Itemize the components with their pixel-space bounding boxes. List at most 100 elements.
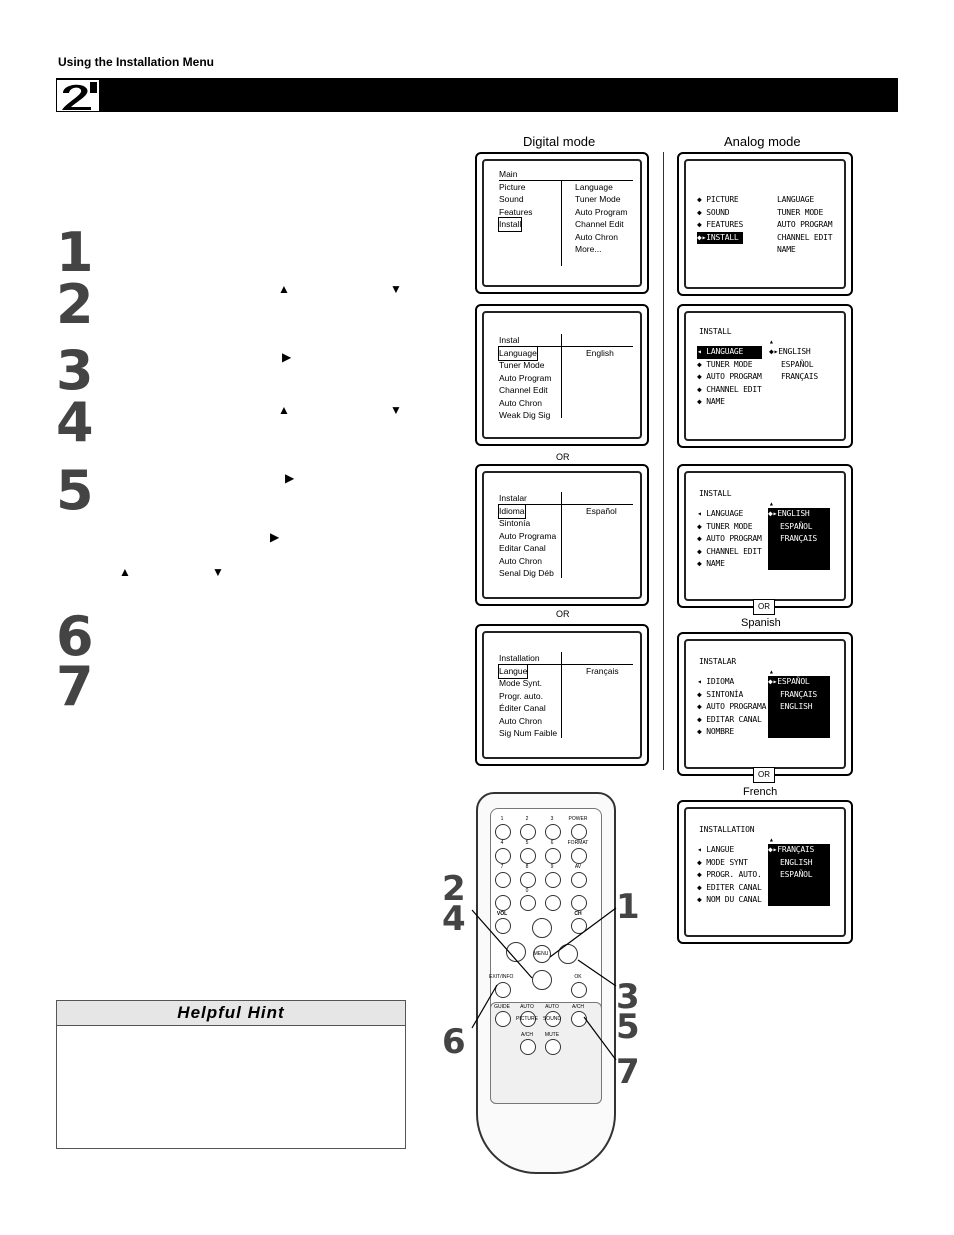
menu-title: INSTALLATION	[699, 825, 755, 834]
menu-item: ◆ TUNER MODE	[697, 521, 753, 531]
channel-up-button[interactable]	[571, 895, 587, 911]
callout-line-2-4	[471, 909, 533, 979]
analog-screen-install-options: INSTALL ▴ ◂ LANGUAGE ◆ TUNER MODE ◆ AUTO…	[677, 464, 853, 608]
menu-value: Français	[586, 666, 619, 676]
menu-item: Auto Chron	[499, 556, 542, 566]
analog-screen-install-french: INSTALLATION ▴ ◂ LANGUE ◆ MODE SYNT ◆ PR…	[677, 800, 853, 944]
menu-item: Auto Chron	[499, 398, 542, 408]
up-arrow-icon: ▲	[278, 403, 290, 417]
menu-title: Instalar	[499, 493, 527, 503]
menu-item: Picture	[499, 182, 526, 192]
right-arrow-icon: ▶	[270, 530, 280, 544]
channel-down-button[interactable]	[571, 918, 587, 934]
callout-line-7	[583, 1016, 617, 1061]
submenu-item: LANGUAGE	[777, 195, 814, 204]
auto-sound-button[interactable]	[545, 1011, 561, 1027]
analog-screen-install-spanish: INSTALAR ▴ ◂ IDIOMA ◆ SINTONÍA ◆ AUTO PR…	[677, 632, 853, 776]
menu-item: Channel Edit	[499, 385, 548, 395]
menu-item: Auto Chron	[499, 716, 542, 726]
menu-item: ◆ EDITAR CANAL	[697, 714, 762, 724]
submenu-item: Auto Chron	[575, 232, 618, 242]
option-item: ENGLISH	[780, 702, 813, 712]
guide-button[interactable]	[495, 1011, 511, 1027]
left-arrow-button[interactable]	[506, 942, 526, 962]
auto-picture-button[interactable]	[520, 1011, 536, 1027]
menu-item: Sound	[499, 194, 524, 204]
callout-line-1	[549, 907, 617, 958]
label-menu: MENU	[533, 951, 549, 957]
label-format: FORMAT	[567, 840, 589, 846]
av-button[interactable]	[571, 872, 587, 888]
label-4: 4	[500, 840, 504, 846]
a-ch-2-button[interactable]	[520, 1039, 536, 1055]
up-arrow-button[interactable]	[532, 918, 552, 938]
label-a-ch-2: A/CH	[521, 1032, 533, 1038]
digit-0-button[interactable]	[520, 895, 536, 911]
digit-6-button[interactable]	[545, 848, 561, 864]
right-arrow-icon: ▶	[282, 350, 292, 364]
menu-item-selected: ◂ LANGUAGE	[697, 346, 762, 359]
label-power: POWER	[568, 816, 588, 822]
option-item: FRANÇAIS	[780, 689, 817, 699]
or-box: OR	[753, 767, 775, 783]
a-ch-button[interactable]	[571, 1011, 587, 1027]
label-2: 2	[525, 816, 529, 822]
digit-8-button[interactable]	[520, 872, 536, 888]
mute-button[interactable]	[545, 1039, 561, 1055]
digit-3-button[interactable]	[545, 824, 561, 840]
option-item: ◆▸ENGLISH	[768, 509, 810, 518]
label-8: 8	[525, 864, 529, 870]
step-number-6: 6	[56, 605, 94, 668]
submenu-item: Tuner Mode	[575, 194, 621, 204]
label-picture: PICTURE	[516, 1016, 538, 1022]
step-number-5: 5	[56, 459, 94, 522]
ok-button[interactable]	[571, 982, 587, 998]
or-label: OR	[556, 609, 570, 619]
dot-button[interactable]	[545, 895, 561, 911]
callout-line-3-5	[577, 959, 617, 987]
menu-item-selected: Install	[497, 217, 523, 232]
digit-5-button[interactable]	[520, 848, 536, 864]
menu-item-selected: Langue	[497, 664, 529, 679]
menu-value: English	[586, 348, 614, 358]
submenu-item: Language	[575, 182, 613, 192]
volume-down-button[interactable]	[495, 918, 511, 934]
option-item: ESPAÑOL	[780, 521, 813, 531]
or-box: OR	[753, 599, 775, 615]
menu-item-selected: ◆▸INSTALL	[697, 231, 744, 245]
menu-item: ◆ EDITER CANAL	[697, 882, 762, 892]
digital-screen-install-french: Installation Langue Mode Synt. Progr. au…	[475, 624, 649, 766]
label-0: 0	[525, 888, 529, 894]
digit-7-button[interactable]	[495, 872, 511, 888]
digit-9-button[interactable]	[545, 872, 561, 888]
menu-item: ◆ AUTO PROGRAMA	[697, 702, 767, 712]
down-arrow-icon: ▼	[390, 282, 402, 296]
section-title: Using the Installation Menu	[58, 55, 215, 69]
menu-button[interactable]	[533, 945, 551, 963]
header-bar	[56, 78, 898, 112]
chapter-logo	[57, 80, 99, 111]
digit-2-button[interactable]	[520, 824, 536, 840]
menu-item: ◆ CHANNEL EDIT	[697, 384, 762, 394]
label-5: 5	[525, 840, 529, 846]
menu-item: Sig Num Faible	[499, 728, 558, 738]
analog-screen-main: ◆ PICTURE ◆ SOUND ◆ FEATURES ◆▸INSTALL L…	[677, 152, 853, 296]
exit-info-button[interactable]	[495, 982, 511, 998]
menu-title: INSTALAR	[699, 657, 736, 666]
step-number-2: 2	[56, 273, 94, 336]
callout-1: 1	[616, 887, 640, 927]
remote-control: 1 2 3 POWER 4 5 6 FORMAT 7 8 9 AV 0 VOL …	[476, 792, 616, 1174]
callout-line-6	[471, 984, 498, 1029]
volume-up-button[interactable]	[495, 895, 511, 911]
right-arrow-button[interactable]	[558, 944, 578, 964]
power-button[interactable]	[571, 824, 587, 840]
label-auto-picture: AUTO	[520, 1004, 534, 1010]
callout-4: 4	[442, 899, 466, 939]
right-arrow-icon: ▶	[285, 471, 295, 485]
callout-7: 7	[616, 1052, 640, 1092]
digit-4-button[interactable]	[495, 848, 511, 864]
down-arrow-button[interactable]	[532, 970, 552, 990]
digit-1-button[interactable]	[495, 824, 511, 840]
helpful-hint-title: Helpful Hint	[57, 1001, 405, 1026]
format-button[interactable]	[571, 848, 587, 864]
